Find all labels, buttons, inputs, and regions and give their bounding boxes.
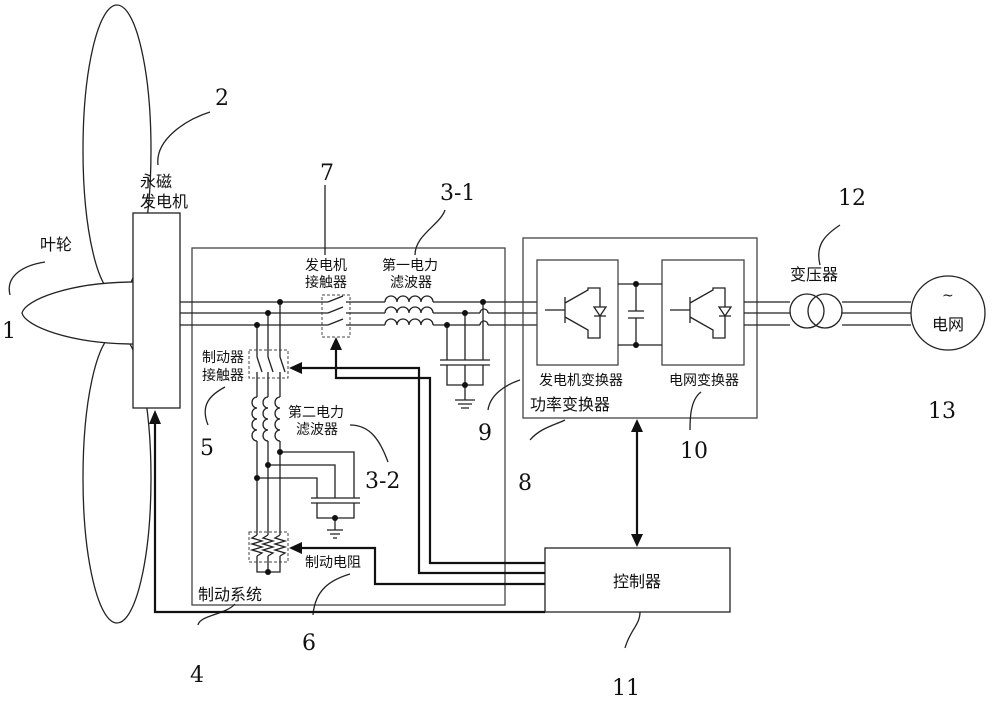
ref-12: 12 [838,186,866,211]
first-filter-label-2: 滤波器 [390,275,432,291]
transformer-primary [789,293,825,329]
first-filter-label-1: 第一电力 [382,257,438,274]
leader-2 [157,111,211,166]
ref-5: 5 [200,436,214,461]
generator-label-2: 发电机 [140,192,188,211]
ref-8: 8 [518,471,532,496]
second-filter-label-1: 第二电力 [288,404,344,421]
brake-resistor-label: 制动电阻 [305,555,361,571]
grid-converter [661,259,745,366]
ref-3-1: 3-1 [440,181,475,206]
ref-9: 9 [478,421,492,446]
ref-13: 13 [928,399,956,424]
ref-1: 1 [2,319,16,344]
leader-4 [197,603,236,626]
grid-symbol: ~ [942,288,954,304]
generator-contactor [321,294,351,338]
igbt-symbols [545,281,911,348]
generator-converter [536,259,619,366]
ref-4: 4 [190,663,204,688]
brake-branch [249,299,360,575]
second-filter-label-2: 滤波器 [296,422,338,438]
impeller-label: 叶轮 [40,235,72,254]
gen-contactor-label-1: 发电机 [305,258,347,274]
power-converter-box [522,237,758,419]
ref-11: 11 [612,676,640,701]
grid-label: 电网 [932,315,964,334]
ref-10: 10 [680,439,708,464]
brake-contactor [248,349,289,379]
ref-3-2: 3-2 [365,469,400,494]
gen-contactor-label-2: 接触器 [305,274,347,291]
controller-label: 控制器 [613,572,661,591]
first-filter-capacitors [440,299,490,409]
power-grid [910,275,986,351]
transformer-secondary [807,293,843,329]
impeller [21,4,152,624]
generator-label-1: 永磁 [140,172,172,191]
pm-generator [132,212,181,409]
controller [544,547,731,613]
ref-6: 6 [302,631,316,656]
brake-resistor [248,531,289,563]
leader-1 [8,261,46,296]
ref-7: 7 [320,161,334,186]
brake-system-label: 制动系统 [198,585,262,604]
control-signal-lines [149,337,643,614]
ref-2: 2 [215,86,229,111]
transformer-label: 变压器 [790,265,838,284]
grid-converter-label: 电网变换器 [669,372,739,389]
brake-contactor-label-2: 接触器 [202,367,244,384]
brake-system-box [191,247,506,606]
hub [21,281,136,345]
power-converter-label: 功率变换器 [530,395,610,414]
brake-contactor-label-1: 制动器 [202,350,244,366]
generator-converter-label: 发电机变换器 [539,372,623,389]
first-filter-inductors [384,295,434,326]
